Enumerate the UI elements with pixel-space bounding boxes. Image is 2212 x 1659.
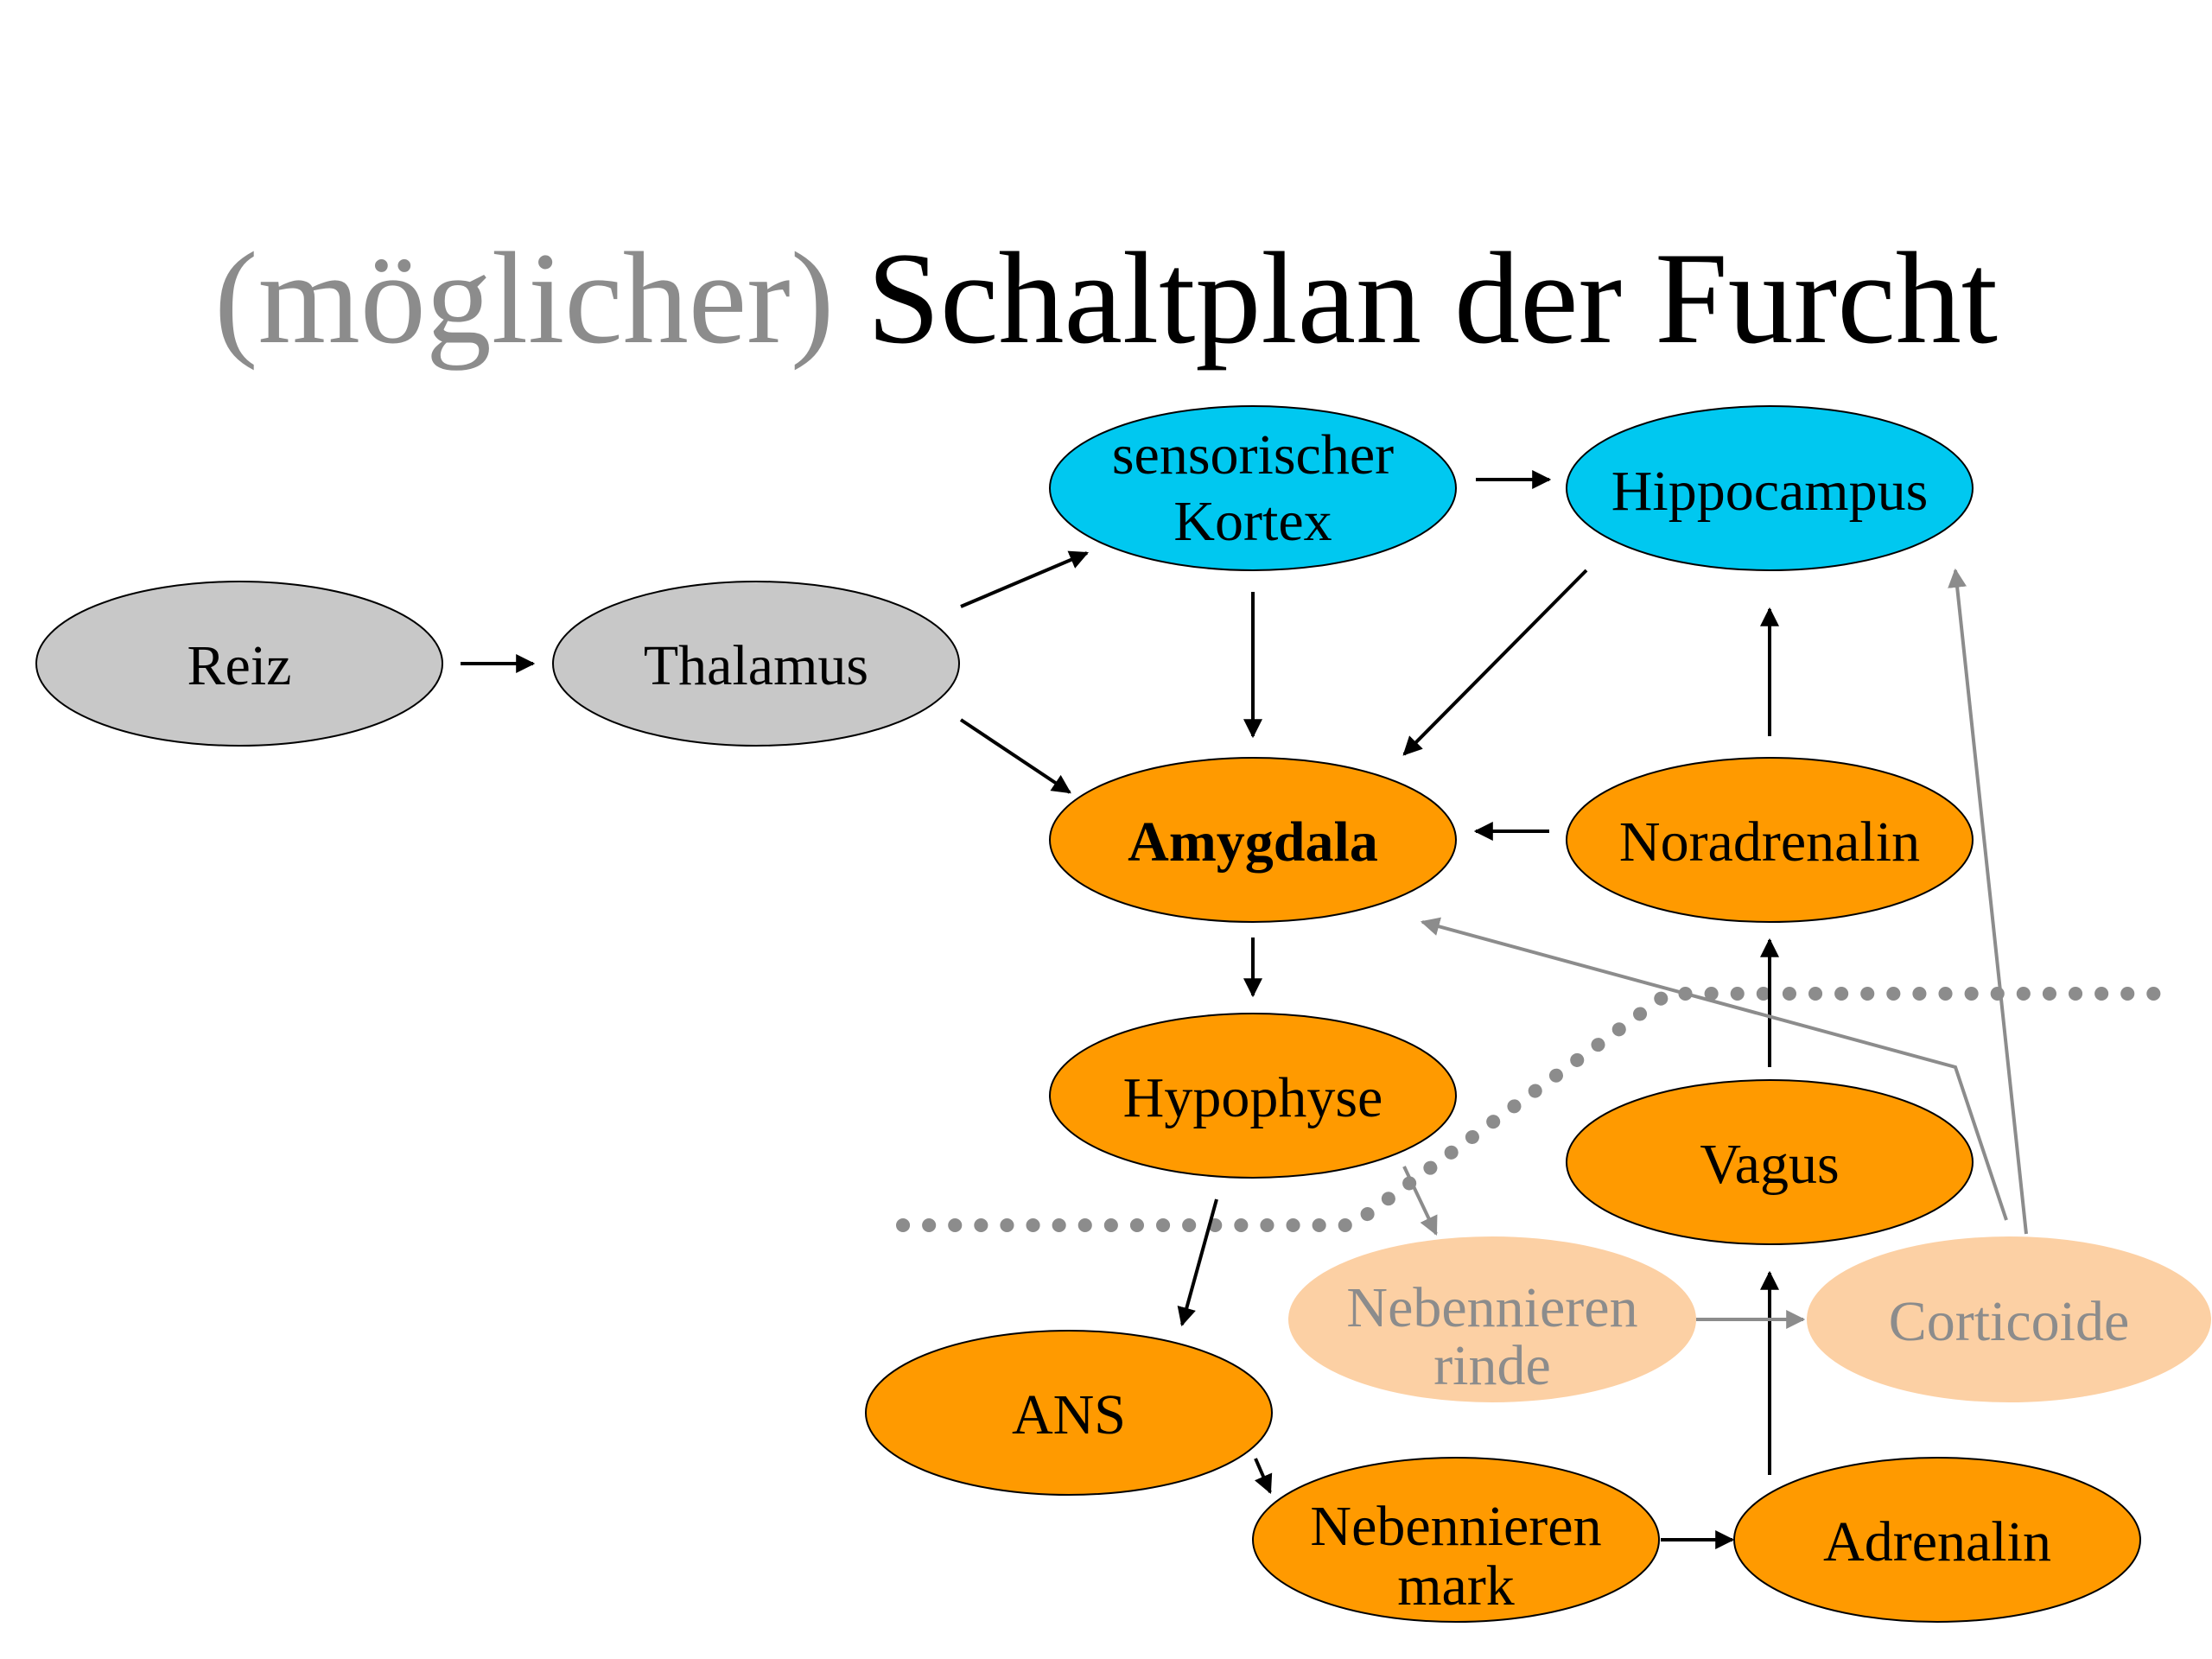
arrow-corticoide-amygdala bbox=[1420, 917, 2008, 1221]
node-hypophyse: Hypophyse bbox=[1049, 1013, 1457, 1179]
title-main: Schaltplan der Furcht bbox=[867, 226, 1999, 371]
node-noradrenalin: Noradrenalin bbox=[1566, 757, 1974, 923]
node-nebennierenmark-line1: Nebennieren bbox=[1310, 1495, 1601, 1558]
node-vagus: Vagus bbox=[1566, 1079, 1974, 1245]
node-amygdala-label: Amygdala bbox=[1128, 810, 1378, 874]
node-kortex-line2: Kortex bbox=[1173, 490, 1332, 553]
node-nebennierenrinde-line1: Nebennieren bbox=[1346, 1276, 1637, 1339]
node-adrenalin: Adrenalin bbox=[1733, 1457, 2141, 1623]
node-ans-label: ANS bbox=[1012, 1383, 1126, 1446]
node-hypophyse-label: Hypophyse bbox=[1123, 1066, 1383, 1129]
node-nebennierenrinde: Nebennieren rinde bbox=[1288, 1236, 1696, 1402]
node-nebennierenrinde-line2: rinde bbox=[1433, 1334, 1551, 1397]
dotted-boundary-line bbox=[896, 987, 2176, 1232]
title-prefix: (möglicher) bbox=[213, 226, 835, 371]
arrow-ans-nebennierenmark bbox=[1254, 1458, 1273, 1495]
arrow-hypophyse-nebennierenrinde bbox=[1402, 1166, 1438, 1236]
node-hippocampus-label: Hippocampus bbox=[1611, 460, 1929, 523]
node-amygdala: Amygdala bbox=[1049, 757, 1457, 923]
node-adrenalin-label: Adrenalin bbox=[1823, 1510, 2051, 1573]
node-corticoide: Corticoide bbox=[1807, 1236, 2211, 1402]
slide-title: (möglicher) Schaltplan der Furcht bbox=[0, 220, 2212, 376]
node-nebennierenmark: Nebennieren mark bbox=[1252, 1457, 1660, 1623]
arrow-hippocampus-amygdala bbox=[1402, 569, 1588, 756]
arrow-corticoide-hippocampus bbox=[1948, 568, 2028, 1235]
node-corticoide-label: Corticoide bbox=[1889, 1290, 2130, 1353]
node-noradrenalin-label: Noradrenalin bbox=[1619, 810, 1920, 874]
arrow-thalamus-amygdala bbox=[959, 718, 1071, 794]
node-thalamus-label: Thalamus bbox=[644, 634, 868, 697]
node-reiz: Reiz bbox=[35, 581, 443, 747]
node-ans: ANS bbox=[865, 1330, 1273, 1496]
node-hippocampus: Hippocampus bbox=[1566, 405, 1974, 571]
arrow-thalamus-kortex bbox=[960, 550, 1090, 608]
node-vagus-label: Vagus bbox=[1700, 1133, 1839, 1196]
arrow-hypophyse-ans bbox=[1177, 1198, 1218, 1327]
node-sensorischer-kortex: sensorischer Kortex bbox=[1049, 405, 1457, 571]
node-reiz-label: Reiz bbox=[188, 634, 292, 697]
node-nebennierenmark-line2: mark bbox=[1397, 1554, 1515, 1618]
node-thalamus: Thalamus bbox=[552, 581, 960, 747]
node-kortex-line1: sensorischer bbox=[1112, 423, 1394, 486]
